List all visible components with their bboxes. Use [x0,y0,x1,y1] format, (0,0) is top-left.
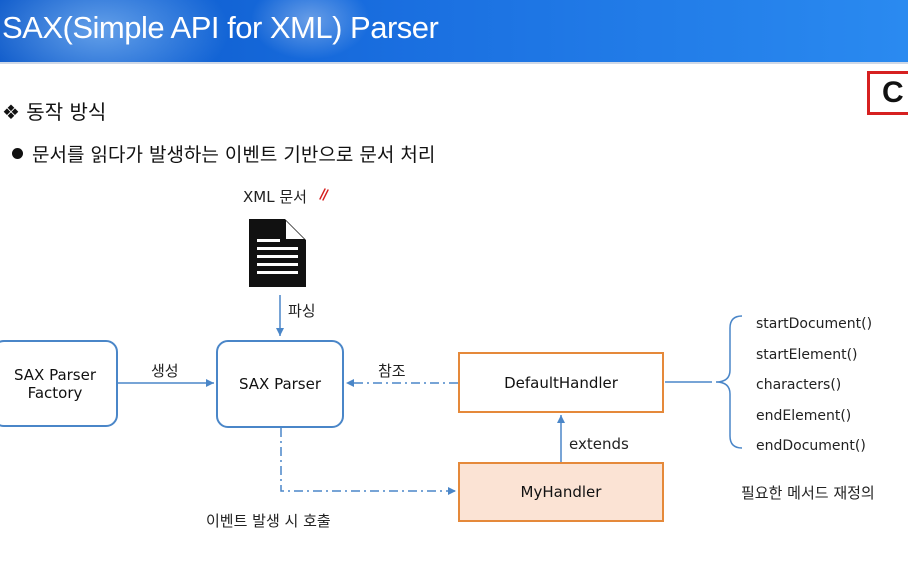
override-label: 필요한 메서드 재정의 [741,484,875,502]
title-underline [0,62,908,64]
corner-tag: C [867,71,908,115]
default-handler-label: DefaultHandler [504,373,618,392]
diamond-bullet-icon: ❖ [2,100,20,124]
my-handler-label: MyHandler [520,483,602,501]
sax-parser-label: SAX Parser [238,375,322,393]
sax-parser-box: SAX Parser [216,340,344,428]
banner-glow-2 [250,0,370,60]
bullet-item: 문서를 읽다가 발생하는 이벤트 기반으로 문서 처리 [12,140,435,167]
title-banner: SAX(Simple API for XML) Parser [0,0,908,62]
reference-label: 참조 [378,362,406,380]
sax-parser-factory-box: SAX Parser Factory [0,340,118,427]
default-handler-box: DefaultHandler [458,352,664,413]
section-heading: ❖ 동작 방식 [2,96,106,125]
slide-title: SAX(Simple API for XML) Parser [2,10,439,45]
extends-label: extends [569,435,629,453]
factory-line-1: SAX Parser [13,365,97,384]
create-label: 생성 [151,362,179,380]
bullet-text: 문서를 읽다가 발생하는 이벤트 기반으로 문서 처리 [32,144,436,166]
banner-glow [0,0,230,62]
method-item: characters() [756,377,842,393]
my-handler-box: MyHandler [458,462,664,522]
method-item: endElement() [756,407,852,424]
xml-doc-label: XML 문서 [243,188,307,206]
bullet-dot-icon [12,148,23,159]
event-call-label: 이벤트 발생 시 호출 [206,512,331,530]
event-call-arrow [280,428,456,495]
parse-label: 파싱 [288,302,316,320]
factory-line-2: Factory [27,383,83,402]
method-item: startElement() [756,346,858,363]
method-list: startDocument() startElement() character… [756,314,872,467]
section-heading-text: 동작 방식 [26,100,107,124]
method-item: startDocument() [756,316,873,332]
method-item: endDocument() [756,438,866,454]
document-icon [249,219,306,287]
method-brace [665,315,743,449]
